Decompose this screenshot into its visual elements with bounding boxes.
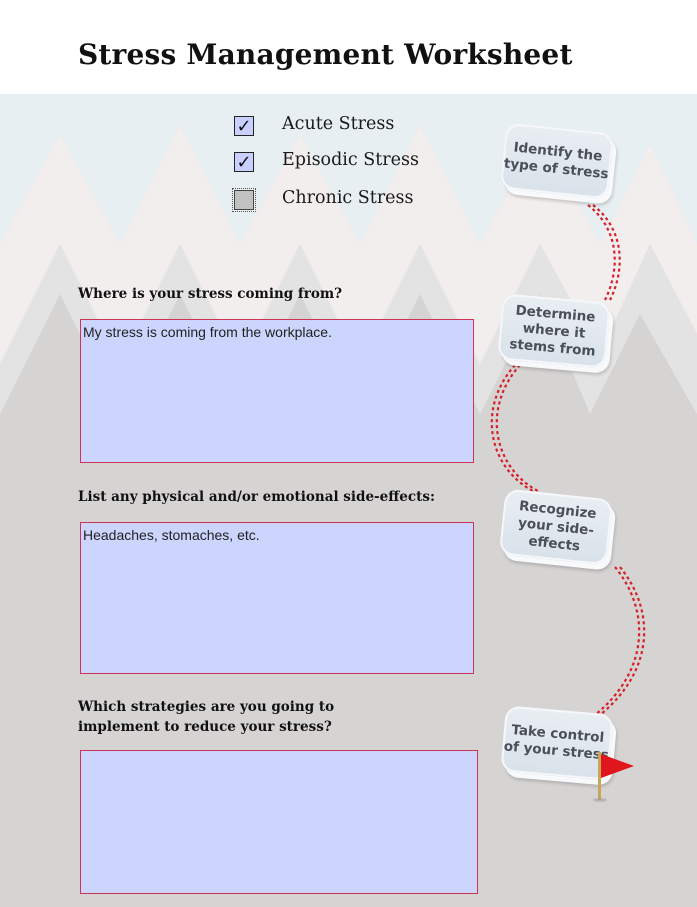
chronic-stress-checkbox[interactable] bbox=[232, 188, 256, 212]
page-title: Stress Management Worksheet bbox=[78, 38, 573, 71]
side-effects-field[interactable]: Headaches, stomaches, etc. bbox=[80, 522, 474, 674]
stress-type-chronic[interactable]: Chronic Stress bbox=[232, 188, 434, 214]
question-strategies: Which strategies are you going to implem… bbox=[78, 697, 334, 737]
stress-source-field[interactable]: My stress is coming from the workplace. bbox=[80, 319, 474, 463]
stress-type-episodic[interactable]: ✓ Episodic Stress bbox=[234, 150, 434, 176]
step-identify: Identify the type of stress bbox=[499, 122, 615, 200]
step-recognize: Recognize your side-effects bbox=[498, 488, 614, 566]
acute-stress-checkbox[interactable]: ✓ bbox=[234, 116, 254, 137]
question-stress-source: Where is your stress coming from? bbox=[78, 286, 343, 302]
question-strategies-line-1: Which strategies are you going to bbox=[78, 699, 335, 715]
question-strategies-line-2: implement to reduce your stress? bbox=[78, 719, 332, 735]
stress-type-acute[interactable]: ✓ Acute Stress bbox=[234, 114, 434, 140]
flag-icon bbox=[593, 752, 634, 802]
acute-stress-label: Acute Stress bbox=[282, 114, 395, 134]
step-determine: Determine where it stems from bbox=[497, 293, 611, 369]
strategies-field[interactable] bbox=[80, 750, 478, 894]
question-side-effects: List any physical and/or emotional side-… bbox=[78, 489, 435, 505]
chronic-stress-label: Chronic Stress bbox=[282, 188, 414, 208]
episodic-stress-checkbox[interactable]: ✓ bbox=[234, 152, 254, 173]
episodic-stress-label: Episodic Stress bbox=[282, 150, 419, 170]
